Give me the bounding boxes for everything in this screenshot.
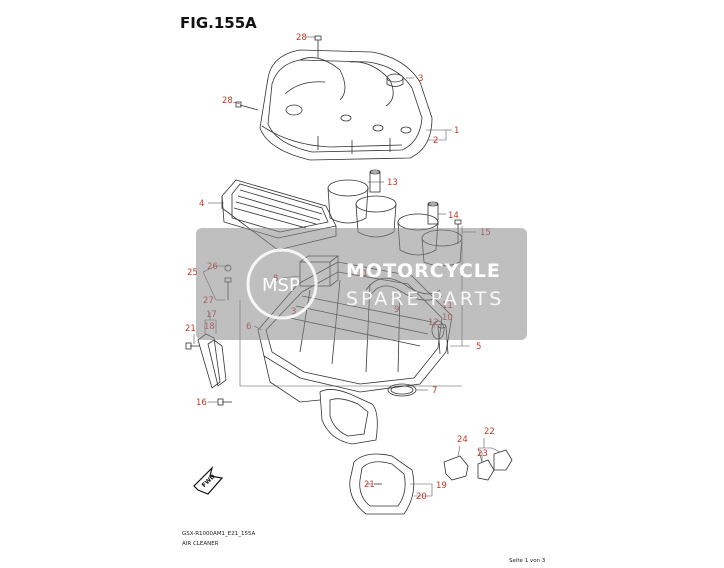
- callout-13: 13: [387, 178, 398, 188]
- callout-19: 19: [436, 481, 447, 491]
- watermark-logo-ring: [246, 248, 318, 320]
- screw-part: [314, 35, 322, 58]
- callout-14: 14: [448, 211, 459, 221]
- callout-25: 25: [187, 268, 198, 278]
- callout-24: 24: [457, 435, 468, 445]
- callout-1: 1: [454, 126, 459, 136]
- intake-duct: [349, 453, 415, 515]
- figure-title: FIG.155A: [180, 14, 257, 32]
- watermark-banner: MSP MOTORCYCLE SPARE PARTS: [196, 228, 527, 340]
- callout-28a: 28: [296, 33, 307, 43]
- callout-7: 7: [432, 386, 437, 396]
- grommet-part: [386, 73, 404, 87]
- footer-page: Seite 1 von 3: [509, 558, 546, 564]
- footer-name: AIR CLEANER: [182, 541, 219, 547]
- clip-part: [443, 449, 513, 481]
- watermark-line2: SPARE PARTS: [346, 288, 504, 310]
- callout-5: 5: [476, 342, 481, 352]
- callout-21b: 21: [364, 480, 375, 490]
- callout-28b: 28: [222, 96, 233, 106]
- screw-part: [235, 101, 259, 111]
- forward-arrow-icon: FWD: [193, 466, 224, 495]
- callout-16: 16: [196, 398, 207, 408]
- watermark-logo-text: MSP: [262, 275, 300, 296]
- callout-22: 22: [484, 427, 495, 437]
- callout-2: 2: [433, 136, 438, 146]
- callout-4: 4: [199, 199, 204, 209]
- callout-20: 20: [416, 492, 427, 502]
- clamp-bracket: [197, 333, 227, 389]
- air-cleaner-cover: [259, 49, 433, 161]
- callout-21a: 21: [185, 324, 196, 334]
- callout-23: 23: [477, 449, 488, 459]
- watermark-line1: MOTORCYCLE: [346, 260, 501, 282]
- footer-code: GSX-R1000AM1_E21_155A: [182, 531, 256, 537]
- callout-3: 3: [418, 74, 423, 84]
